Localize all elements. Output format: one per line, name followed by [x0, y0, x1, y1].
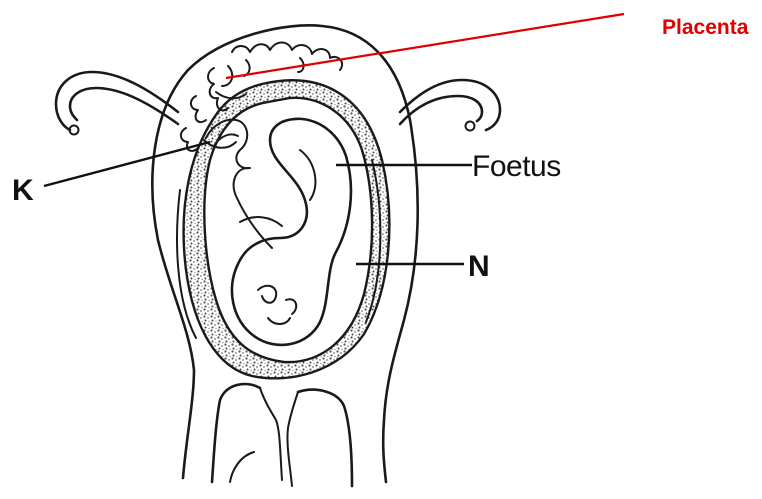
- foetus-label: Foetus: [472, 150, 561, 183]
- k-label: K: [12, 174, 34, 207]
- amniotic-cavity: [177, 80, 389, 378]
- placenta-label: Placenta: [662, 16, 749, 39]
- k-leader-line: [44, 142, 210, 186]
- right-fallopian-tube: [400, 80, 500, 131]
- foetus-figure: [232, 119, 351, 345]
- n-label: N: [468, 250, 490, 283]
- placenta-pointer-line: [226, 14, 624, 78]
